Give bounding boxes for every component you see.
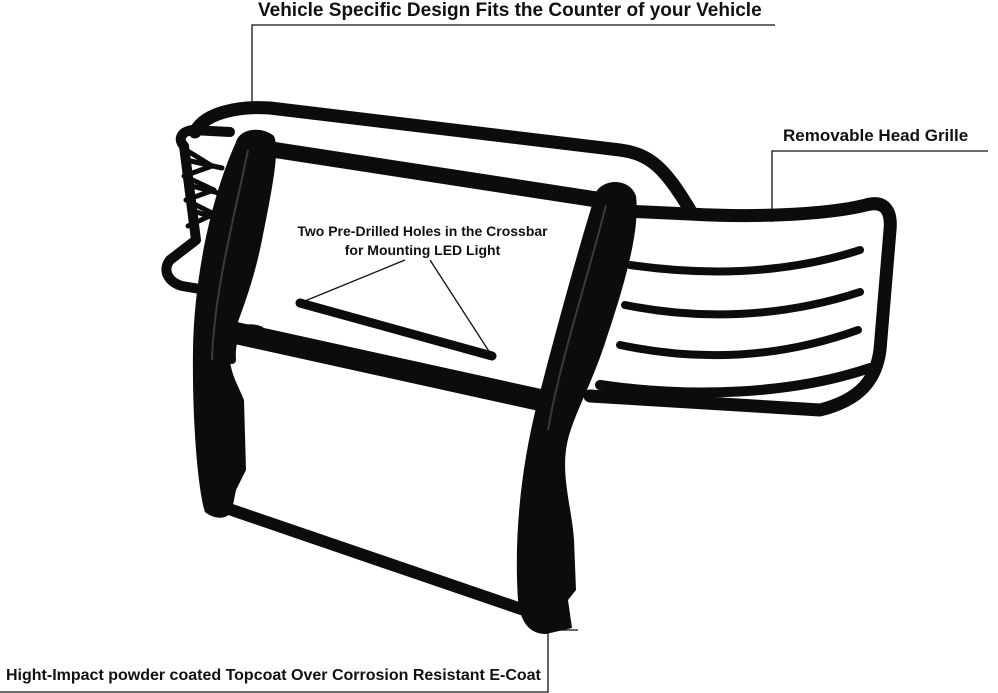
right-upright-highlight — [547, 204, 607, 431]
callout-design-fit: Vehicle Specific Design Fits the Counter… — [258, 0, 762, 21]
leader-line-holes-left — [299, 259, 406, 304]
left-wing-hoop — [161, 125, 235, 297]
crossbars — [211, 298, 551, 618]
right-wing-rung-3 — [616, 326, 862, 360]
left-upright-highlight — [211, 149, 249, 361]
right-wing-rung-1 — [626, 246, 864, 276]
left-lower-arch — [227, 324, 264, 364]
callout-crossbar-holes: Two Pre-Drilled Holes in the Crossbar fo… — [280, 222, 565, 260]
callout-coating: Hight-Impact powder coated Topcoat Over … — [6, 667, 541, 684]
highlights — [211, 149, 607, 431]
left-wing-rung-2 — [185, 182, 225, 197]
leader-line-holes-right — [429, 259, 493, 357]
right-upright — [516, 181, 637, 634]
grille-guard — [161, 101, 897, 417]
leader-line-design — [251, 24, 775, 113]
callout-crossbar-holes-line1: Two Pre-Drilled Holes in the Crossbar — [297, 223, 548, 239]
top-hoop — [188, 101, 697, 217]
callout-crossbar-holes-line2: for Mounting LED Light — [344, 242, 501, 258]
right-wing-lower — [595, 363, 875, 398]
mid-crossbar — [211, 319, 551, 411]
right-wing-rung-2 — [621, 288, 864, 319]
callout-removable-grille: Removable Head Grille — [783, 126, 969, 145]
bottom-crossbar — [220, 502, 536, 618]
leader-line-grille — [771, 150, 988, 222]
right-wing-outer — [583, 197, 897, 417]
mid-crossbar-top — [295, 298, 497, 361]
top-inner-bar — [254, 140, 608, 208]
